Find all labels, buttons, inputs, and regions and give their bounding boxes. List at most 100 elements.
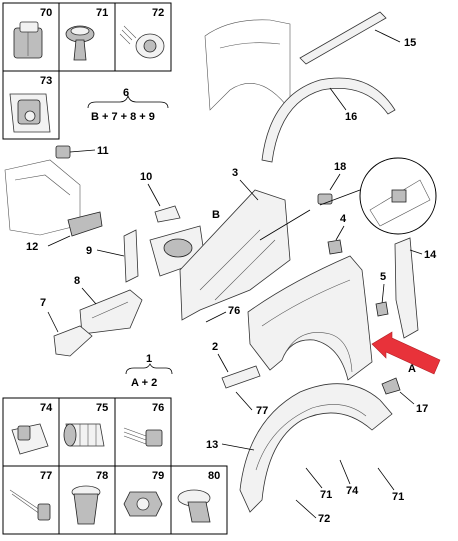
lead-3 bbox=[239, 179, 259, 201]
legend-cell-76 bbox=[114, 397, 172, 467]
callout-14: 14 bbox=[424, 249, 437, 261]
lead-74 bbox=[339, 459, 351, 485]
lead-15 bbox=[374, 29, 401, 43]
highlight-arrow bbox=[371, 331, 441, 375]
lead-18 bbox=[329, 173, 341, 191]
wheel-arch-flare-16 bbox=[261, 77, 396, 163]
body-outline bbox=[204, 19, 291, 111]
group-6-label: 6 bbox=[123, 87, 129, 99]
callout-17: 17 bbox=[416, 403, 428, 415]
clip-4 bbox=[327, 239, 343, 255]
plastic-rivet-icon bbox=[177, 489, 211, 523]
rivet-nut-icon bbox=[71, 485, 101, 525]
bracket-icon bbox=[9, 93, 51, 133]
lead-13 bbox=[221, 443, 255, 451]
legend-cell-77 bbox=[2, 465, 60, 535]
callout-B: B bbox=[212, 209, 220, 221]
push-rivet-icon bbox=[65, 25, 95, 61]
lead-77-main bbox=[235, 391, 253, 411]
bracket-5 bbox=[375, 301, 389, 317]
callout-11: 11 bbox=[97, 145, 109, 157]
lead-5 bbox=[381, 283, 385, 305]
lead-2 bbox=[217, 353, 229, 373]
callout-2: 2 bbox=[212, 341, 218, 353]
legend-label-74: 74 bbox=[40, 402, 53, 414]
bracket-2 bbox=[221, 365, 261, 389]
callout-72: 72 bbox=[318, 513, 330, 525]
callout-76: 76 bbox=[228, 305, 240, 317]
seal-strip-14 bbox=[394, 237, 419, 339]
wheel-arch-trim-15 bbox=[299, 11, 387, 65]
lead-10 bbox=[147, 183, 161, 207]
lead-7 bbox=[47, 311, 59, 333]
callout-12: 12 bbox=[26, 241, 38, 253]
legend-label-73: 73 bbox=[40, 75, 52, 87]
stud-icon bbox=[9, 489, 51, 521]
legend-label-76: 76 bbox=[152, 402, 164, 414]
callout-77: 77 bbox=[256, 405, 268, 417]
group-1-label: 1 bbox=[146, 353, 152, 365]
group-1-brace bbox=[125, 363, 173, 375]
callout-10: 10 bbox=[140, 171, 152, 183]
callout-16: 16 bbox=[345, 111, 357, 123]
bracket-17 bbox=[381, 377, 401, 395]
inner-wing-3 bbox=[179, 189, 291, 321]
callout-4: 4 bbox=[340, 213, 347, 225]
bracket-12 bbox=[67, 211, 103, 237]
legend-label-71: 71 bbox=[96, 7, 108, 19]
legend-label-80: 80 bbox=[208, 470, 220, 482]
callout-8: 8 bbox=[74, 275, 80, 287]
callout-18: 18 bbox=[334, 161, 346, 173]
lead-12 bbox=[47, 235, 71, 247]
callout-71a: 71 bbox=[320, 489, 332, 501]
legend-bottom: 74 75 76 77 78 79 80 bbox=[2, 397, 228, 535]
callout-9: 9 bbox=[86, 245, 92, 257]
group-1: 1 A + 2 bbox=[125, 353, 173, 389]
callout-15: 15 bbox=[404, 37, 416, 49]
bracket-11 bbox=[55, 145, 96, 159]
legend-label-78: 78 bbox=[96, 470, 108, 482]
clip-nut-icon bbox=[11, 423, 49, 455]
callout-74: 74 bbox=[346, 485, 359, 497]
detail-zoom-circle bbox=[319, 157, 437, 235]
clip-icon bbox=[13, 21, 43, 59]
legend-top: 70 71 72 73 bbox=[2, 2, 172, 140]
callout-71b: 71 bbox=[392, 491, 404, 503]
legend-label-77: 77 bbox=[40, 470, 52, 482]
lead-17 bbox=[399, 391, 415, 405]
group-6-formula: B + 7 + 8 + 9 bbox=[91, 111, 155, 123]
callout-7: 7 bbox=[40, 297, 46, 309]
wheel-arch-liner-13 bbox=[239, 383, 393, 513]
bolt-icon bbox=[123, 427, 163, 447]
legend-label-75: 75 bbox=[96, 402, 108, 414]
group-1-formula: A + 2 bbox=[131, 377, 157, 389]
lead-76 bbox=[205, 311, 227, 323]
expansion-nut-icon bbox=[63, 423, 105, 447]
callout-3: 3 bbox=[232, 167, 238, 179]
legend-label-72: 72 bbox=[152, 7, 164, 19]
legend-label-79: 79 bbox=[152, 470, 164, 482]
panel-9 bbox=[123, 229, 139, 283]
group-6: 6 B + 7 + 8 + 9 bbox=[87, 87, 169, 123]
screw-icon bbox=[119, 25, 165, 59]
legend-label-70: 70 bbox=[40, 7, 52, 19]
lead-4 bbox=[335, 225, 345, 241]
lead-71a bbox=[305, 467, 323, 489]
bracket-7 bbox=[53, 325, 93, 357]
lead-14 bbox=[409, 249, 423, 255]
callout-5: 5 bbox=[380, 271, 386, 283]
lead-9 bbox=[96, 249, 125, 257]
callout-A: A bbox=[408, 363, 416, 375]
bracket-18 bbox=[317, 193, 333, 205]
hex-nut-icon bbox=[123, 491, 163, 517]
lead-16 bbox=[329, 87, 347, 111]
lead-18-detail bbox=[259, 209, 311, 241]
callout-13: 13 bbox=[206, 439, 218, 451]
bracket-10 bbox=[154, 205, 181, 223]
lead-72 bbox=[295, 499, 317, 519]
lead-71b bbox=[377, 467, 395, 491]
group-6-brace bbox=[87, 94, 169, 109]
front-fender-a bbox=[247, 255, 373, 381]
